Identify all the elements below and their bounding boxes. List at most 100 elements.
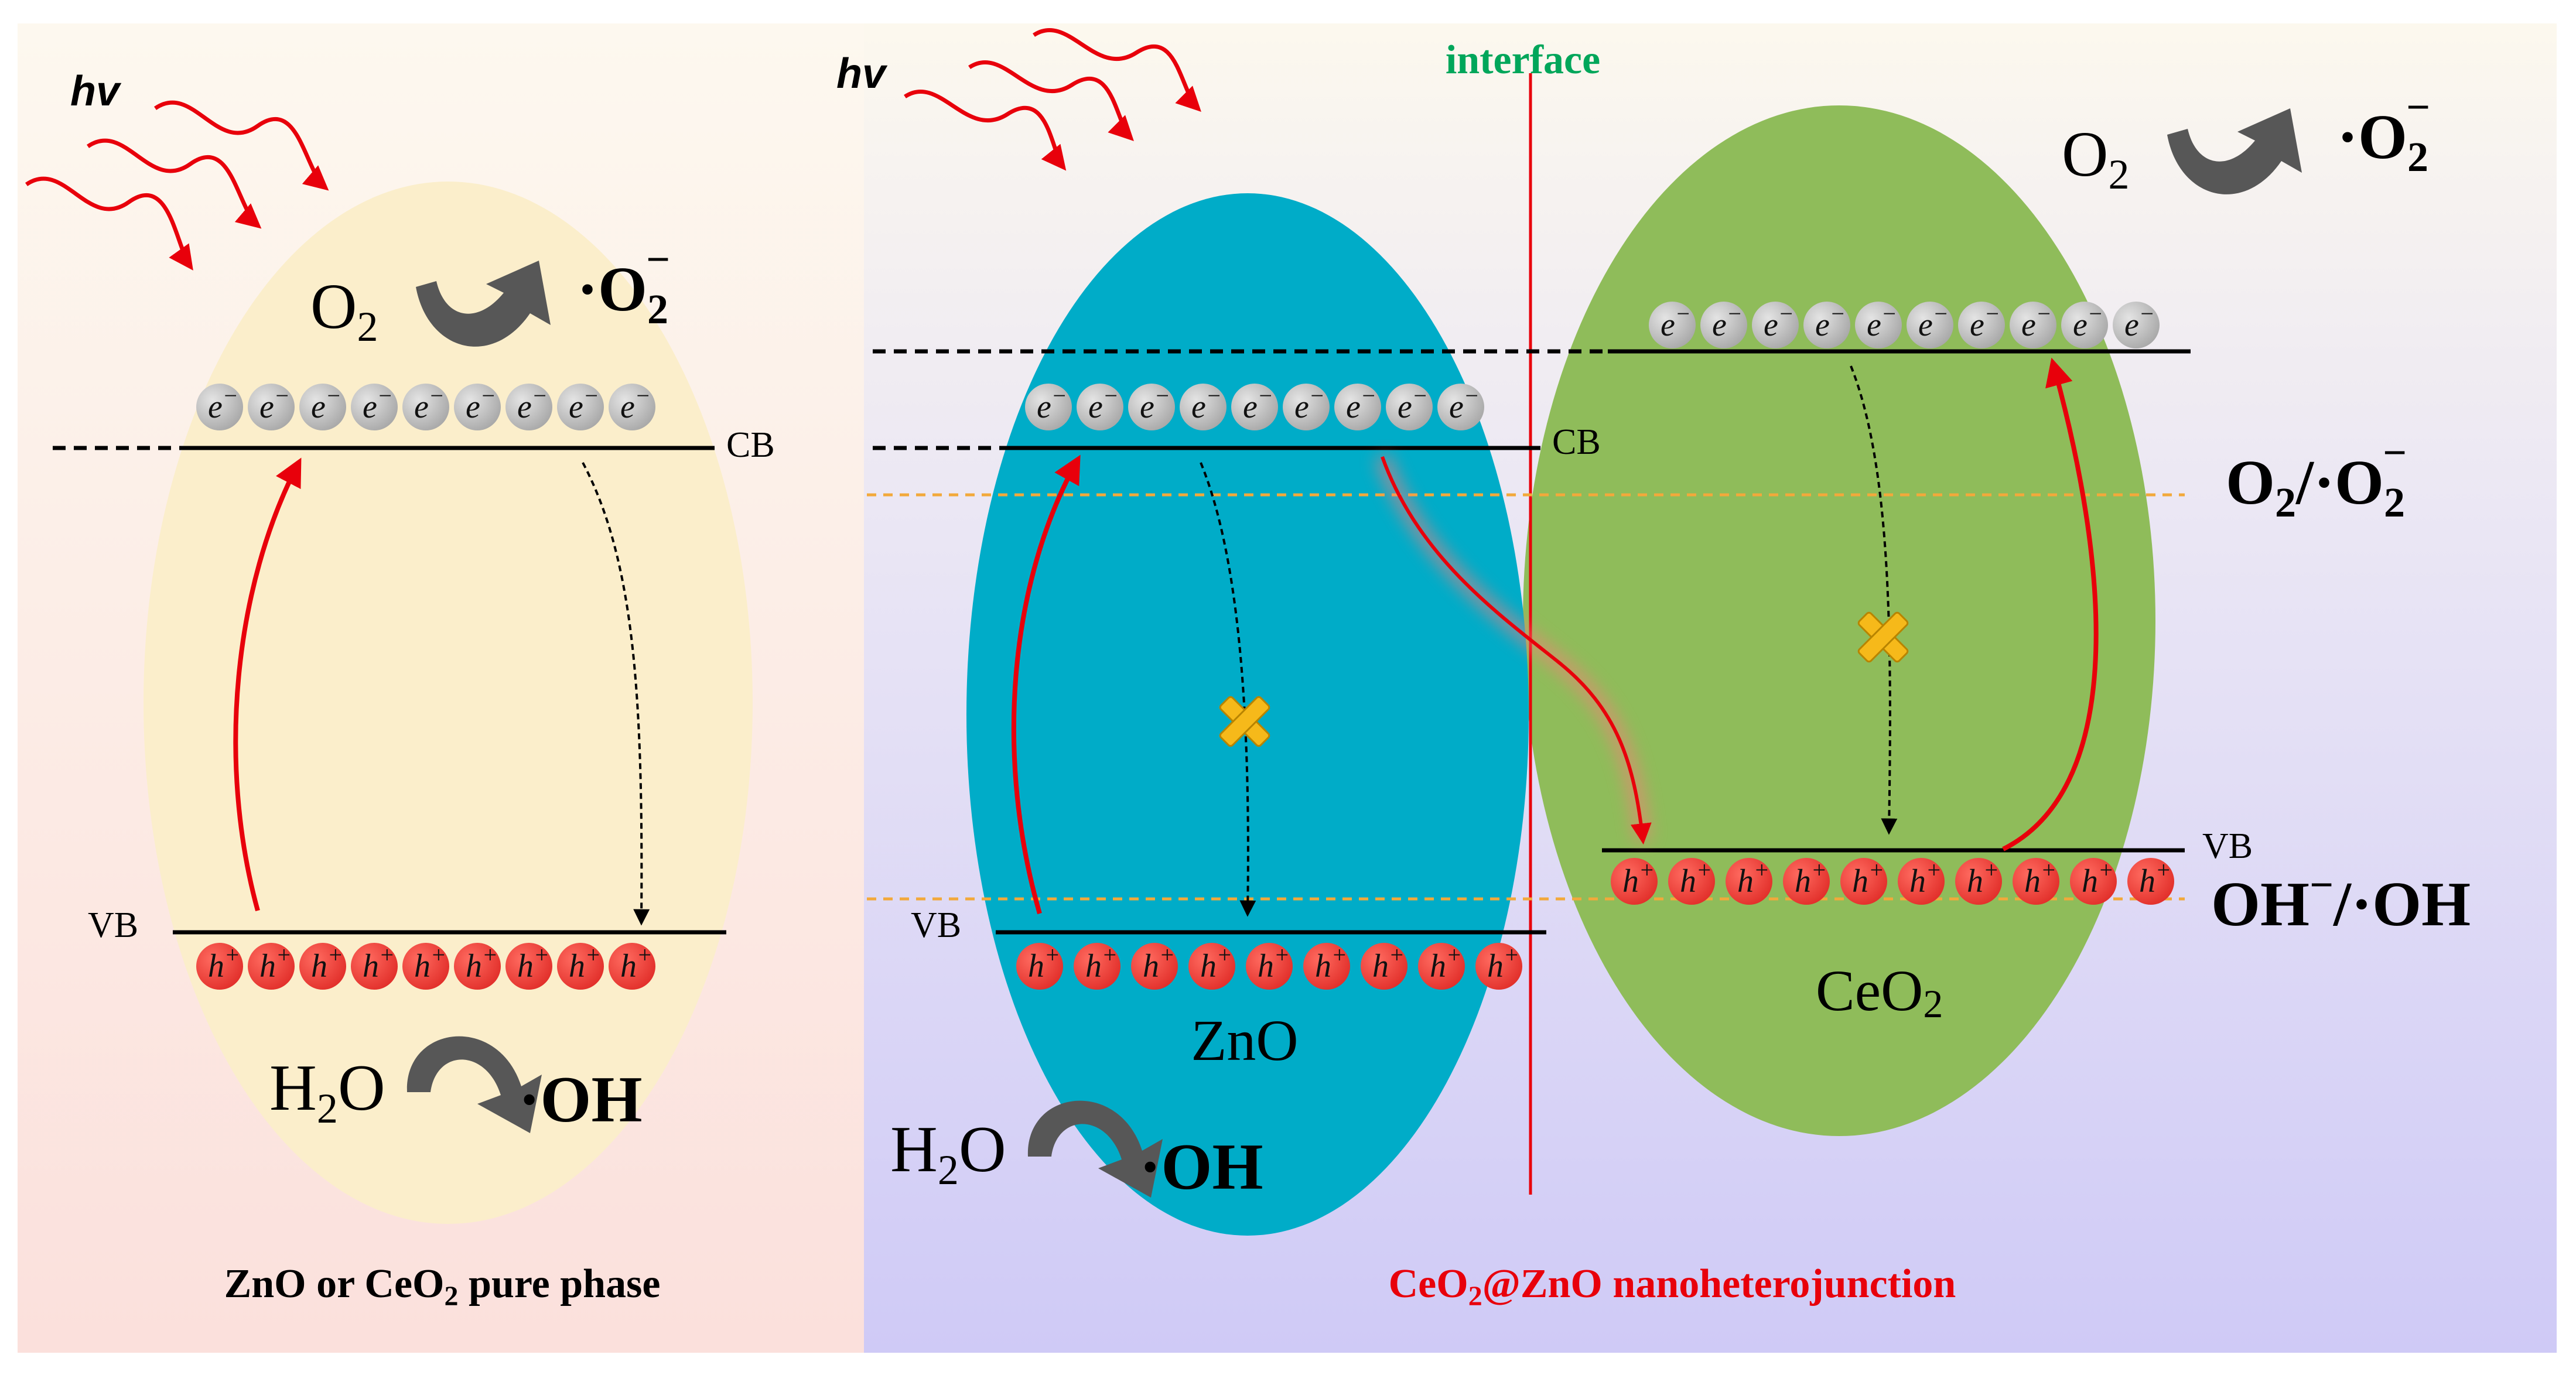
hole-sphere (2127, 858, 2174, 905)
zno-hole-4: h+ (1188, 942, 1235, 990)
ceo2-hole-3: h+ (1726, 857, 1772, 905)
electron-symbol: e− (1867, 300, 1897, 343)
right-superoxide-label: ·O2− (2337, 84, 2430, 180)
ceo2-blocked-cross-icon (1857, 611, 1909, 663)
left-electron-row: e−e−e−e−e−e−e−e−e− (196, 382, 655, 430)
ceo2-hole-row: h+h+h+h+h+h+h+h+h+h+ (1611, 857, 2174, 905)
electron-symbol: e− (1661, 300, 1691, 343)
zno-electron-5: e− (1231, 382, 1278, 430)
hole-symbol: h+ (1909, 857, 1942, 899)
hole-symbol: h+ (1028, 942, 1060, 984)
ceo2-electron-2: e− (1700, 300, 1747, 348)
right-hydroxyl-label: ·OH (1139, 1131, 1263, 1203)
electron-symbol: e− (1764, 300, 1794, 343)
zno-blocked-cross-icon (1219, 696, 1270, 747)
hole-symbol: h+ (1795, 857, 1827, 899)
zno-hole-2: h+ (1074, 942, 1120, 990)
o2-superoxide-couple-label: O2/·O2− (2226, 429, 2407, 526)
electron-sphere (1437, 384, 1484, 430)
electron-sphere (1907, 302, 1953, 348)
electron-sphere (2010, 302, 2056, 348)
electron-sphere (1855, 302, 1902, 348)
left-hole-1: h+ (196, 942, 243, 990)
ceo2-hole-2: h+ (1668, 857, 1715, 905)
left-hv-label: hv (70, 68, 122, 115)
hole-sphere (196, 943, 243, 990)
ceo2-electron-row: e−e−e−e−e−e−e−e−e−e− (1649, 300, 2160, 348)
hole-sphere (505, 943, 552, 990)
zno-hole-5: h+ (1246, 942, 1293, 990)
hole-sphere (1475, 943, 1522, 990)
hole-symbol: h+ (208, 942, 240, 984)
left-light-rays (25, 100, 329, 271)
hole-symbol: h+ (1258, 942, 1290, 984)
left-hole-5: h+ (402, 942, 449, 990)
hole-symbol: h+ (1622, 857, 1655, 899)
hole-sphere (609, 943, 655, 990)
hole-symbol: h+ (1372, 942, 1405, 984)
left-electron-4: e− (351, 382, 398, 430)
electron-symbol: e− (466, 382, 496, 425)
left-hole-7: h+ (505, 942, 552, 990)
zno-electron-8: e− (1386, 382, 1433, 430)
hole-symbol: h+ (1430, 942, 1462, 984)
hole-sphere (1668, 858, 1715, 905)
ceo2-electron-4: e− (1803, 300, 1850, 348)
ceo2-recombination-arrow (1850, 365, 1898, 835)
electron-symbol: e− (1398, 382, 1428, 425)
hole-symbol: h+ (620, 942, 652, 984)
right-light-rays (904, 28, 1201, 171)
electron-sphere (196, 384, 243, 430)
zno-vb-label: VB (911, 905, 961, 945)
ceo2-excitation-arrow (2002, 357, 2099, 851)
left-o2-label: O2 (310, 271, 378, 350)
ceo2-hole-8: h+ (2013, 857, 2059, 905)
interfacial-transfer-arrow (1381, 456, 1652, 845)
electron-sphere (454, 384, 501, 430)
zno-label: ZnO (1191, 1008, 1298, 1073)
electron-symbol: e− (569, 382, 599, 425)
interface-label: interface (1446, 37, 1600, 83)
right-h2o-label: H2O (890, 1113, 1006, 1193)
zno-electron-4: e− (1180, 382, 1226, 430)
hole-symbol: h+ (1852, 857, 1884, 899)
right-hv-label: hv (836, 50, 888, 97)
ceo2-hole-7: h+ (1955, 857, 2002, 905)
left-hydroxyl-label: ·OH (518, 1063, 643, 1136)
electron-sphere (557, 384, 604, 430)
electron-symbol: e− (1037, 382, 1067, 425)
left-hole-3: h+ (299, 942, 346, 990)
hole-symbol: h+ (1200, 942, 1232, 984)
left-electron-1: e− (196, 382, 243, 430)
left-vb-label: VB (88, 905, 138, 945)
electron-sphere (1649, 302, 1696, 348)
ceo2-hole-10: h+ (2127, 857, 2174, 905)
ceo2-electron-6: e− (1907, 300, 1953, 348)
hole-symbol: h+ (414, 942, 446, 984)
electron-sphere (1283, 384, 1330, 430)
electron-symbol: e− (1140, 382, 1170, 425)
zno-electron-6: e− (1283, 382, 1330, 430)
hole-symbol: h+ (1680, 857, 1712, 899)
electron-symbol: e− (2021, 300, 2052, 343)
hole-sphere (1131, 943, 1178, 990)
electron-symbol: e− (1449, 382, 1480, 425)
electron-sphere (1180, 384, 1226, 430)
hole-symbol: h+ (517, 942, 549, 984)
left-hole-8: h+ (557, 942, 604, 990)
zno-hole-8: h+ (1418, 942, 1465, 990)
hole-symbol: h+ (2139, 857, 2171, 899)
right-h2o-curved-arrow-icon (1027, 1100, 1163, 1198)
left-hole-2: h+ (248, 942, 295, 990)
zno-recombination-arrow (1200, 462, 1256, 917)
zno-electron-7: e− (1334, 382, 1381, 430)
hole-symbol: h+ (1737, 857, 1769, 899)
hole-symbol: h+ (1487, 942, 1519, 984)
hole-sphere (248, 943, 295, 990)
ceo2-electron-1: e− (1649, 300, 1696, 348)
zno-hole-row: h+h+h+h+h+h+h+h+h+ (1016, 942, 1522, 990)
electron-sphere (1803, 302, 1850, 348)
electron-symbol: e− (1294, 382, 1325, 425)
left-recombination-arrow (582, 462, 650, 926)
electron-symbol: e− (2073, 300, 2103, 343)
